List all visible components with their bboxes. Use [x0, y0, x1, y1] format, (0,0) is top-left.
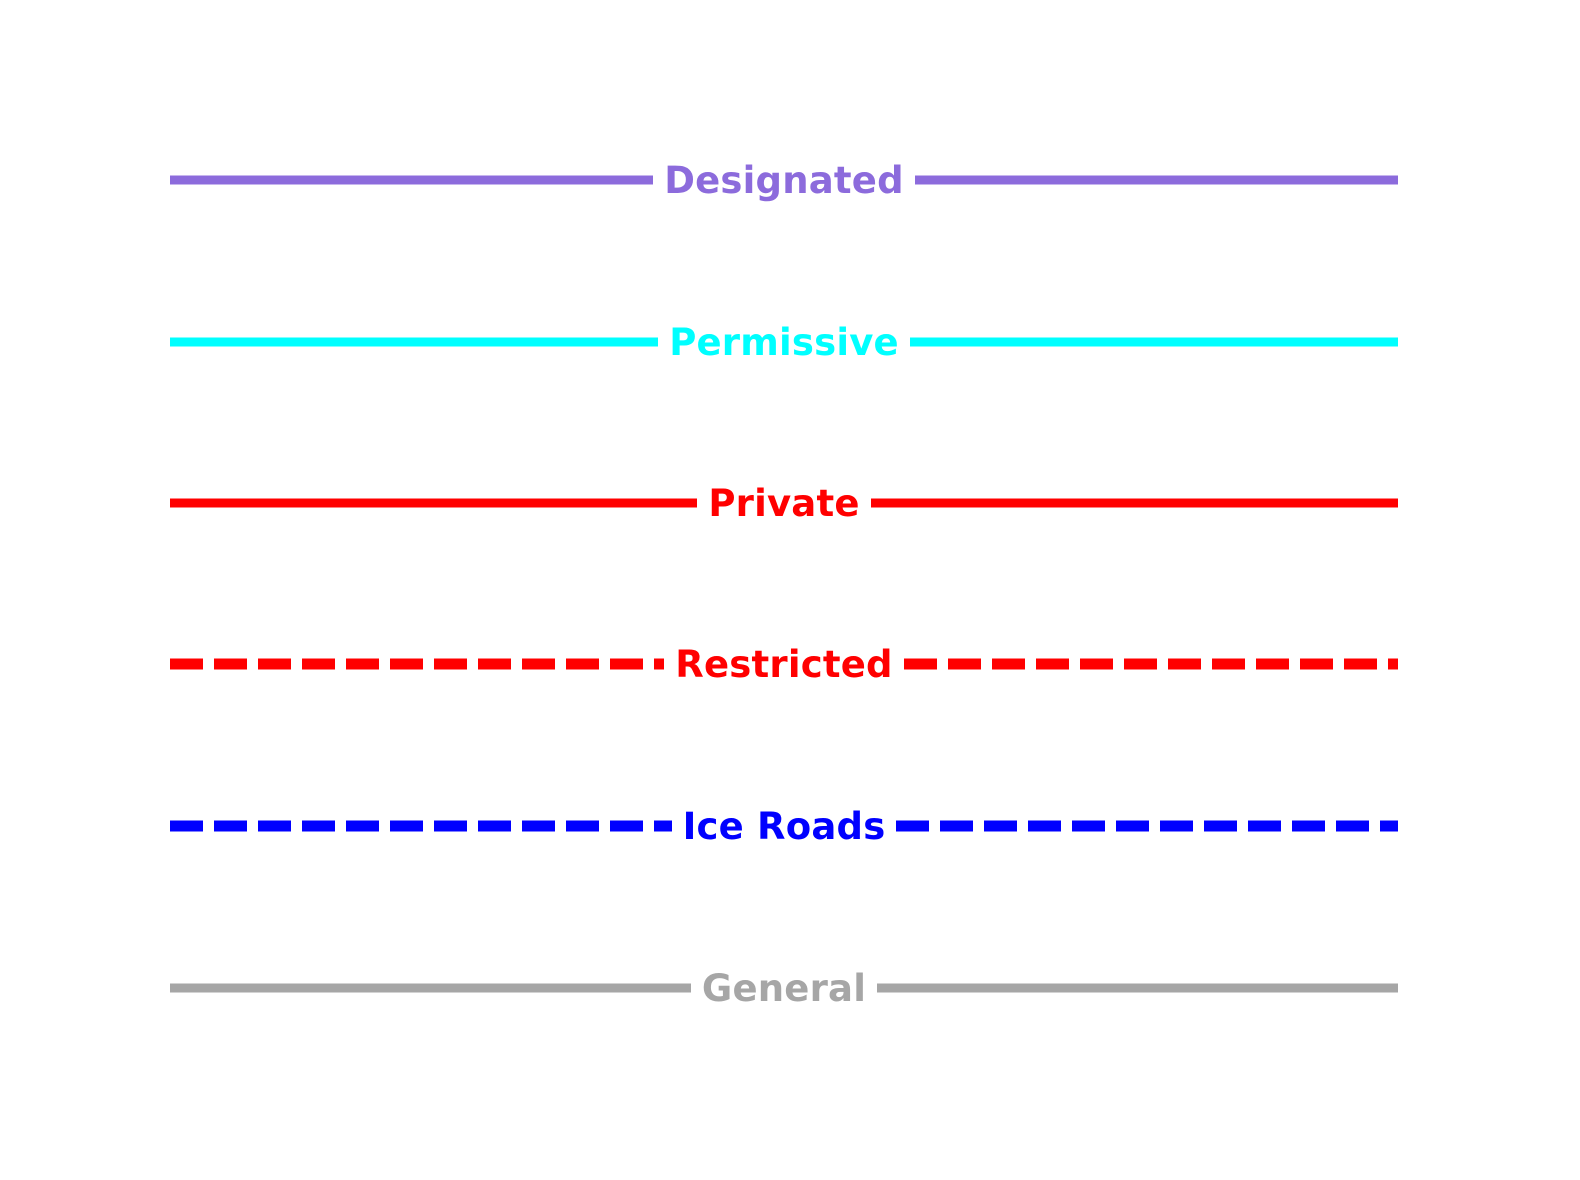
legend-label-restricted: Restricted [675, 642, 893, 686]
legend-label-general: General [701, 966, 867, 1010]
legend-row-general: General [170, 958, 1399, 1018]
legend-row-restricted: Restricted [170, 634, 1398, 694]
legend-label-private: Private [708, 481, 860, 525]
legend-label-ice-roads: Ice Roads [682, 804, 886, 848]
legend-row-designated: Designated [170, 150, 1399, 210]
legend-row-ice-roads: Ice Roads [170, 796, 1398, 856]
legend-label-designated: Designated [664, 158, 904, 202]
legend-row-private: Private [170, 473, 1399, 533]
legend-row-permissive: Permissive [170, 312, 1399, 372]
legend-label-permissive: Permissive [669, 320, 899, 364]
